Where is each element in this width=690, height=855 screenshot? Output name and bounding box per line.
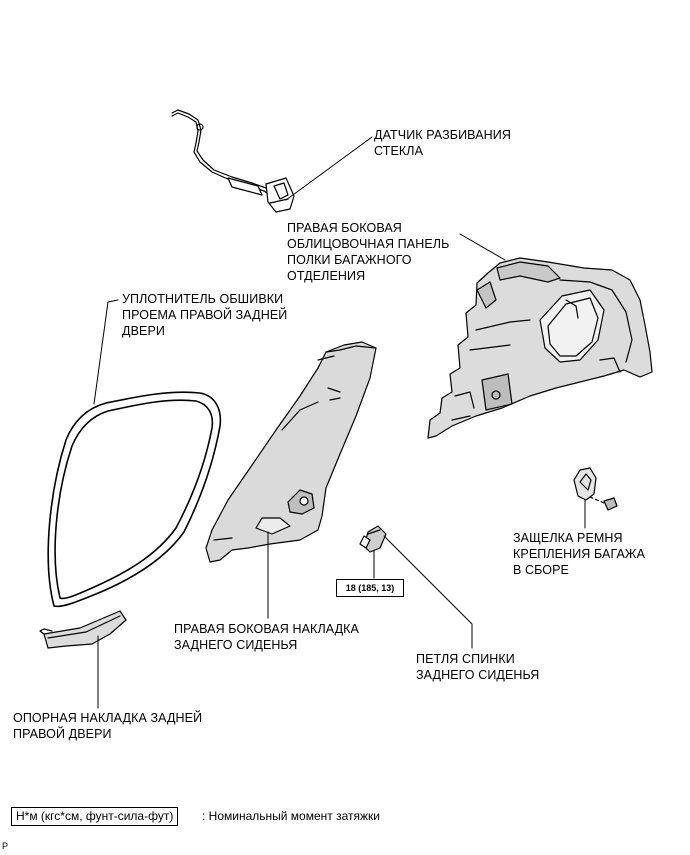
torque-spec-box: 18 (185, 13) [336, 579, 404, 597]
luggage-side-trim-illustration [427, 257, 653, 439]
label-door-weatherstrip: УПЛОТНИТЕЛЬ ОБШИВКИ ПРОЕМА ПРАВОЙ ЗАДНЕЙ… [122, 292, 288, 338]
label-door-scuff-plate: ОПОРНАЯ НАКЛАДКА ЗАДНЕЙ ПРАВОЙ ДВЕРИ [13, 711, 203, 741]
legend-description: : Номинальный момент затяжки [202, 809, 380, 823]
door-weatherstrip-illustration [47, 391, 222, 608]
label-seatback-hinge: ПЕТЛЯ СПИНКИ ЗАДНЕГО СИДЕНЬЯ [416, 652, 540, 682]
label-glass-break-sensor: ДАТЧИК РАЗБИВАНИЯ СТЕКЛА [374, 128, 511, 158]
corner-mark: P [2, 841, 9, 851]
seat-side-garnish-illustration [205, 341, 377, 563]
label-cargo-belt-latch: ЗАЩЕЛКА РЕМНЯ КРЕПЛЕНИЯ БАГАЖА В СБОРЕ [513, 531, 646, 577]
leader-lines [93, 136, 586, 709]
label-seat-side-garnish: ПРАВАЯ БОКОВАЯ НАКЛАДКА ЗАДНЕГО СИДЕНЬЯ [174, 622, 359, 652]
legend-units-box: Н*м (кгс*см, фунт-сила-фут) [11, 807, 179, 826]
cargo-belt-latch-illustration [573, 467, 618, 511]
door-scuff-plate-illustration [39, 610, 127, 649]
seatback-hinge-illustration [359, 525, 387, 553]
label-luggage-side-trim: ПРАВАЯ БОКОВАЯ ОБЛИЦОВОЧНАЯ ПАНЕЛЬ ПОЛКИ… [287, 221, 450, 283]
glass-break-sensor-illustration [171, 109, 295, 213]
